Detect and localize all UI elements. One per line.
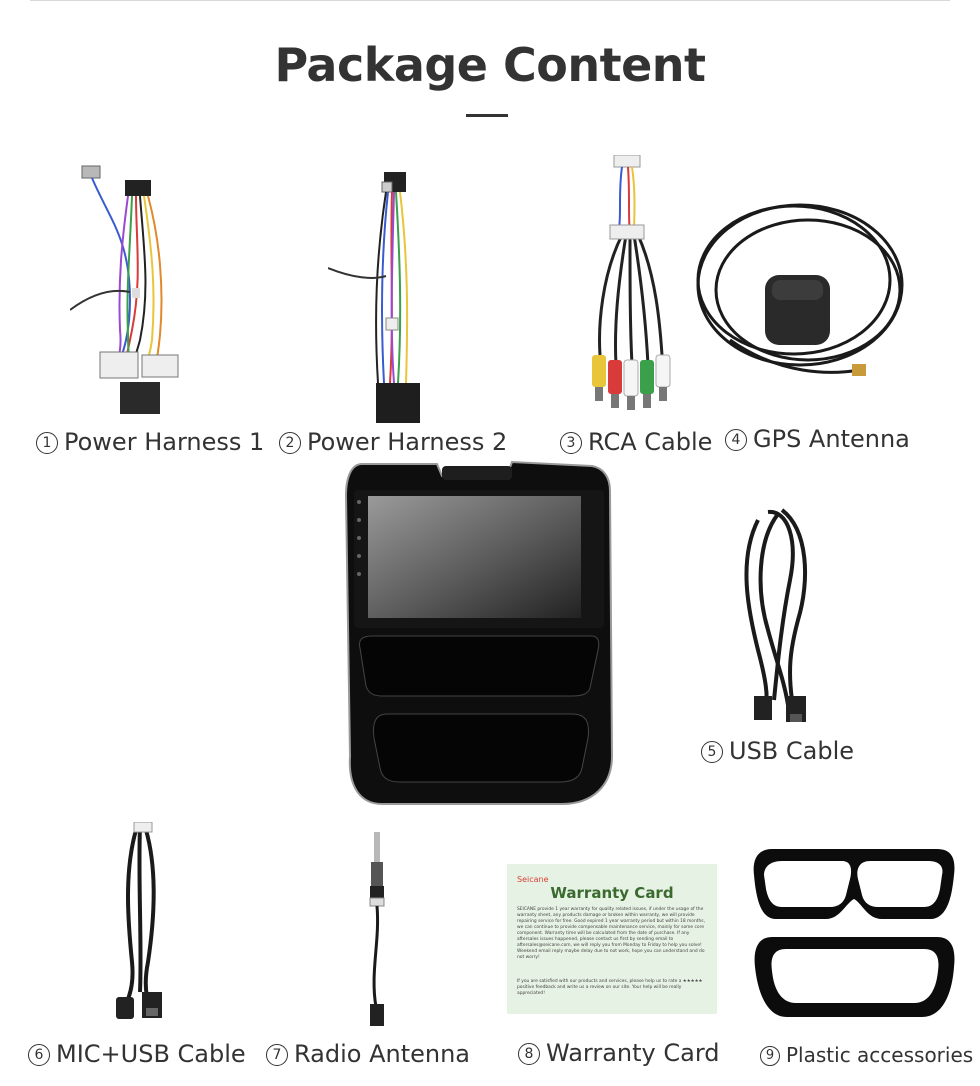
item-7-number: 7: [266, 1044, 288, 1066]
item-4-name: GPS Antenna: [753, 425, 910, 453]
item-6-name: MIC+USB Cable: [56, 1040, 246, 1068]
item-9-label: 9 Plastic accessories: [760, 1043, 973, 1067]
item-2-name: Power Harness 2: [307, 428, 508, 456]
head-unit-image: [342, 456, 618, 808]
item-5-number: 5: [701, 741, 723, 763]
usb-cable-image: [738, 500, 816, 725]
power-harness-1-image: [70, 160, 185, 425]
warranty-card-body: SEICANE provide 1 year warranty for qual…: [517, 907, 705, 960]
item-3-name: RCA Cable: [588, 428, 713, 456]
item-4-number: 4: [725, 429, 747, 451]
power-harness-2-image: [328, 168, 448, 426]
warranty-card-image: Seicane Warranty Card SEICANE provide 1 …: [507, 864, 717, 1014]
item-6-label: 6 MIC+USB Cable: [28, 1040, 246, 1068]
item-6-number: 6: [28, 1044, 50, 1066]
item-8-number: 8: [518, 1043, 540, 1065]
item-2-number: 2: [279, 432, 301, 454]
item-9-number: 9: [760, 1046, 780, 1066]
warranty-card-footer: If you are satisfied with our products a…: [517, 979, 703, 996]
mic-usb-cable-image: [108, 822, 170, 1020]
rca-cable-image: [582, 155, 677, 420]
radio-antenna-image: [358, 832, 398, 1028]
warranty-card-brand: Seicane: [517, 875, 549, 884]
item-7-label: 7 Radio Antenna: [266, 1040, 470, 1068]
item-1-label: 1 Power Harness 1: [36, 428, 264, 456]
page-title: Package Content: [274, 38, 706, 92]
item-7-name: Radio Antenna: [294, 1040, 471, 1068]
item-3-number: 3: [560, 432, 582, 454]
gps-antenna-image: [690, 200, 905, 385]
item-4-label: 4 GPS Antenna: [725, 425, 910, 453]
item-1-name: Power Harness 1: [64, 428, 265, 456]
item-2-label: 2 Power Harness 2: [279, 428, 507, 456]
item-3-label: 3 RCA Cable: [560, 428, 712, 456]
item-1-number: 1: [36, 432, 58, 454]
title-underline: [466, 114, 508, 117]
item-8-name: Warranty Card: [546, 1039, 720, 1067]
item-5-name: USB Cable: [729, 737, 855, 765]
plastic-accessories-image: [752, 845, 957, 1020]
warranty-card-title: Warranty Card: [550, 884, 674, 902]
top-divider: [30, 0, 950, 1]
item-9-name: Plastic accessories: [786, 1043, 974, 1067]
item-5-label: 5 USB Cable: [701, 737, 854, 765]
item-8-label: 8 Warranty Card: [518, 1039, 720, 1067]
